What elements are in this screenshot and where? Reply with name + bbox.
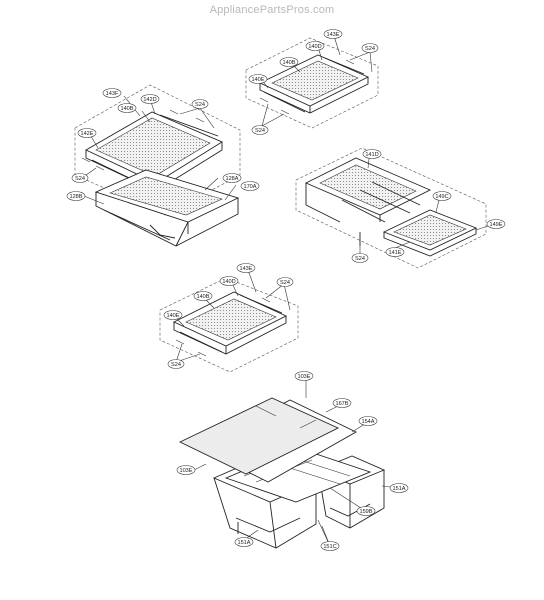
callout-140B: 140B: [117, 103, 137, 113]
svg-text:141D: 141D: [365, 152, 378, 158]
svg-text:140E: 140E: [251, 77, 264, 83]
callout-154A: 154A: [358, 416, 378, 426]
svg-text:142D: 142D: [143, 97, 156, 103]
callout-128B: 128B: [66, 191, 86, 201]
svg-text:141E: 141E: [388, 250, 401, 256]
callout-143E: 143E: [323, 29, 343, 39]
svg-text:128A: 128A: [225, 176, 238, 182]
callout-140D: 140D: [305, 41, 325, 51]
glass-shelf-140B: [95, 117, 211, 177]
callout-S24: S24: [167, 359, 185, 369]
svg-text:140B: 140B: [120, 106, 133, 112]
callout-S24: S24: [191, 99, 209, 109]
assembly-crisper-drawers: 103E 167B 154A 103E 151A 159B 151A 151C: [176, 371, 409, 551]
callout-149E: 149E: [486, 219, 506, 229]
callout-143E: 143E: [236, 263, 256, 273]
assembly-shelf-middle: 143E 140D S24 140B 140E S24: [159, 263, 299, 373]
callout-151A: 151A: [389, 483, 409, 493]
svg-text:142E: 142E: [80, 131, 93, 137]
callout-140D: 140D: [219, 276, 239, 286]
glass-shelf-140B: [185, 298, 277, 341]
assembly-shelf-with-pan: 143F 142D 140B 142E S24 S24 128A 170A 12…: [66, 84, 260, 247]
callout-103E: 103E: [176, 465, 196, 475]
callout-S24: S24: [351, 253, 369, 263]
glass-cover-103E: [178, 397, 340, 475]
svg-text:S24: S24: [255, 128, 265, 134]
svg-text:149E: 149E: [489, 222, 502, 228]
callout-140E: 140E: [248, 74, 268, 84]
svg-text:151A: 151A: [392, 486, 405, 492]
svg-text:S24: S24: [195, 102, 205, 108]
callout-128A: 128A: [222, 173, 242, 183]
svg-text:103E: 103E: [179, 468, 192, 474]
callout-141D: 141D: [362, 149, 382, 159]
callout-151C: 151C: [320, 541, 340, 551]
svg-text:159B: 159B: [359, 509, 372, 515]
callout-151A: 151A: [234, 537, 254, 547]
glass-shelf-140B: [271, 60, 359, 101]
glass-insert-149C: [393, 214, 467, 246]
svg-text:154A: 154A: [361, 419, 374, 425]
svg-text:S24: S24: [171, 362, 181, 368]
svg-text:151C: 151C: [323, 544, 336, 550]
svg-text:S24: S24: [280, 280, 290, 286]
callout-170A: 170A: [240, 181, 260, 191]
svg-text:140B: 140B: [196, 294, 209, 300]
callout-S24: S24: [251, 125, 269, 135]
callout-143F: 143F: [102, 88, 122, 98]
svg-text:128B: 128B: [69, 194, 82, 200]
assembly-slide-out-shelf: 141D 149C 149E 141E S24: [295, 147, 506, 269]
callout-167B: 167B: [332, 398, 352, 408]
assembly-shelf-upper-right: 143E 140D S24 140B 140E S24: [245, 29, 379, 135]
svg-text:143E: 143E: [239, 266, 252, 272]
callout-S24: S24: [361, 43, 379, 53]
svg-text:143F: 143F: [106, 91, 119, 97]
callout-141E: 141E: [385, 247, 405, 257]
svg-text:167B: 167B: [335, 401, 348, 407]
svg-text:140E: 140E: [166, 313, 179, 319]
callout-103E: 103E: [294, 371, 314, 381]
svg-text:170A: 170A: [243, 184, 256, 190]
callout-S24: S24: [276, 277, 294, 287]
svg-text:S24: S24: [75, 176, 85, 182]
callout-140E: 140E: [163, 310, 183, 320]
watermark: AppliancePartsPros.com: [209, 4, 335, 16]
svg-text:S24: S24: [355, 256, 365, 262]
callout-142D: 142D: [140, 94, 160, 104]
glass-shelf-141D: [319, 164, 417, 210]
callout-S24: S24: [71, 173, 89, 183]
callout-142E: 142E: [77, 128, 97, 138]
svg-text:140D: 140D: [222, 279, 235, 285]
svg-text:140D: 140D: [308, 44, 321, 50]
svg-text:151A: 151A: [237, 540, 250, 546]
svg-text:103E: 103E: [297, 374, 310, 380]
callout-140B: 140B: [279, 57, 299, 67]
pan-cover-128A: [109, 176, 223, 216]
callout-159B: 159B: [356, 506, 376, 516]
callout-140B: 140B: [193, 291, 213, 301]
svg-text:143E: 143E: [326, 32, 339, 38]
svg-text:140B: 140B: [282, 60, 295, 66]
callout-149C: 149C: [432, 191, 452, 201]
svg-text:149C: 149C: [435, 194, 448, 200]
svg-text:S24: S24: [365, 46, 375, 52]
